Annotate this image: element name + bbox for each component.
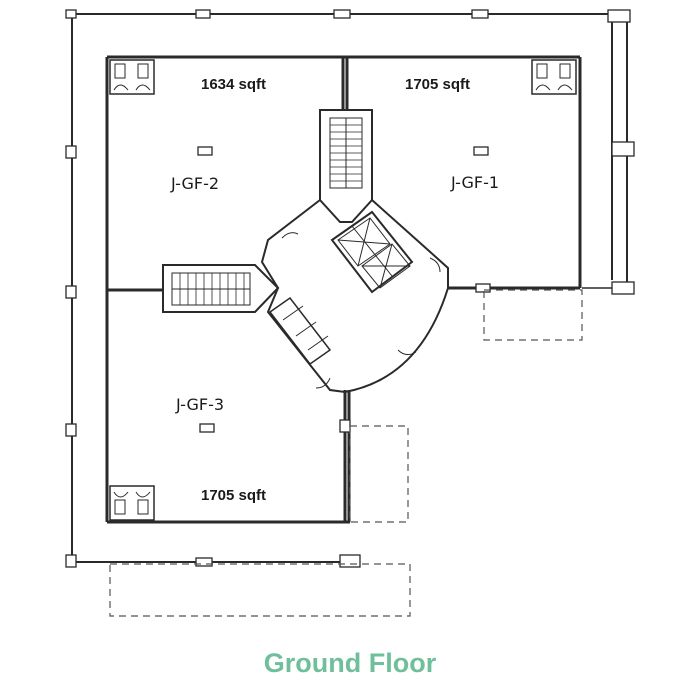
dashed-projections bbox=[109, 289, 583, 617]
building-walls bbox=[105, 55, 582, 524]
toilet-top-left bbox=[109, 59, 155, 95]
central-lobby bbox=[260, 199, 449, 394]
unit-id-2: J-GF-2 bbox=[170, 174, 219, 193]
toilet-bottom-left bbox=[109, 485, 155, 521]
stair-left bbox=[162, 264, 280, 313]
toilet-top-right bbox=[531, 59, 577, 95]
unit-id-1: J-GF-1 bbox=[450, 173, 499, 192]
unit-id-3: J-GF-3 bbox=[175, 395, 224, 414]
unit-area-2: 1634 sqft bbox=[201, 76, 266, 93]
unit-area-1: 1705 sqft bbox=[405, 76, 470, 93]
columns bbox=[65, 9, 635, 568]
floor-caption: Ground Floor bbox=[263, 648, 437, 678]
stair-top bbox=[319, 109, 373, 223]
unit-area-3: 1705 sqft bbox=[201, 487, 266, 504]
